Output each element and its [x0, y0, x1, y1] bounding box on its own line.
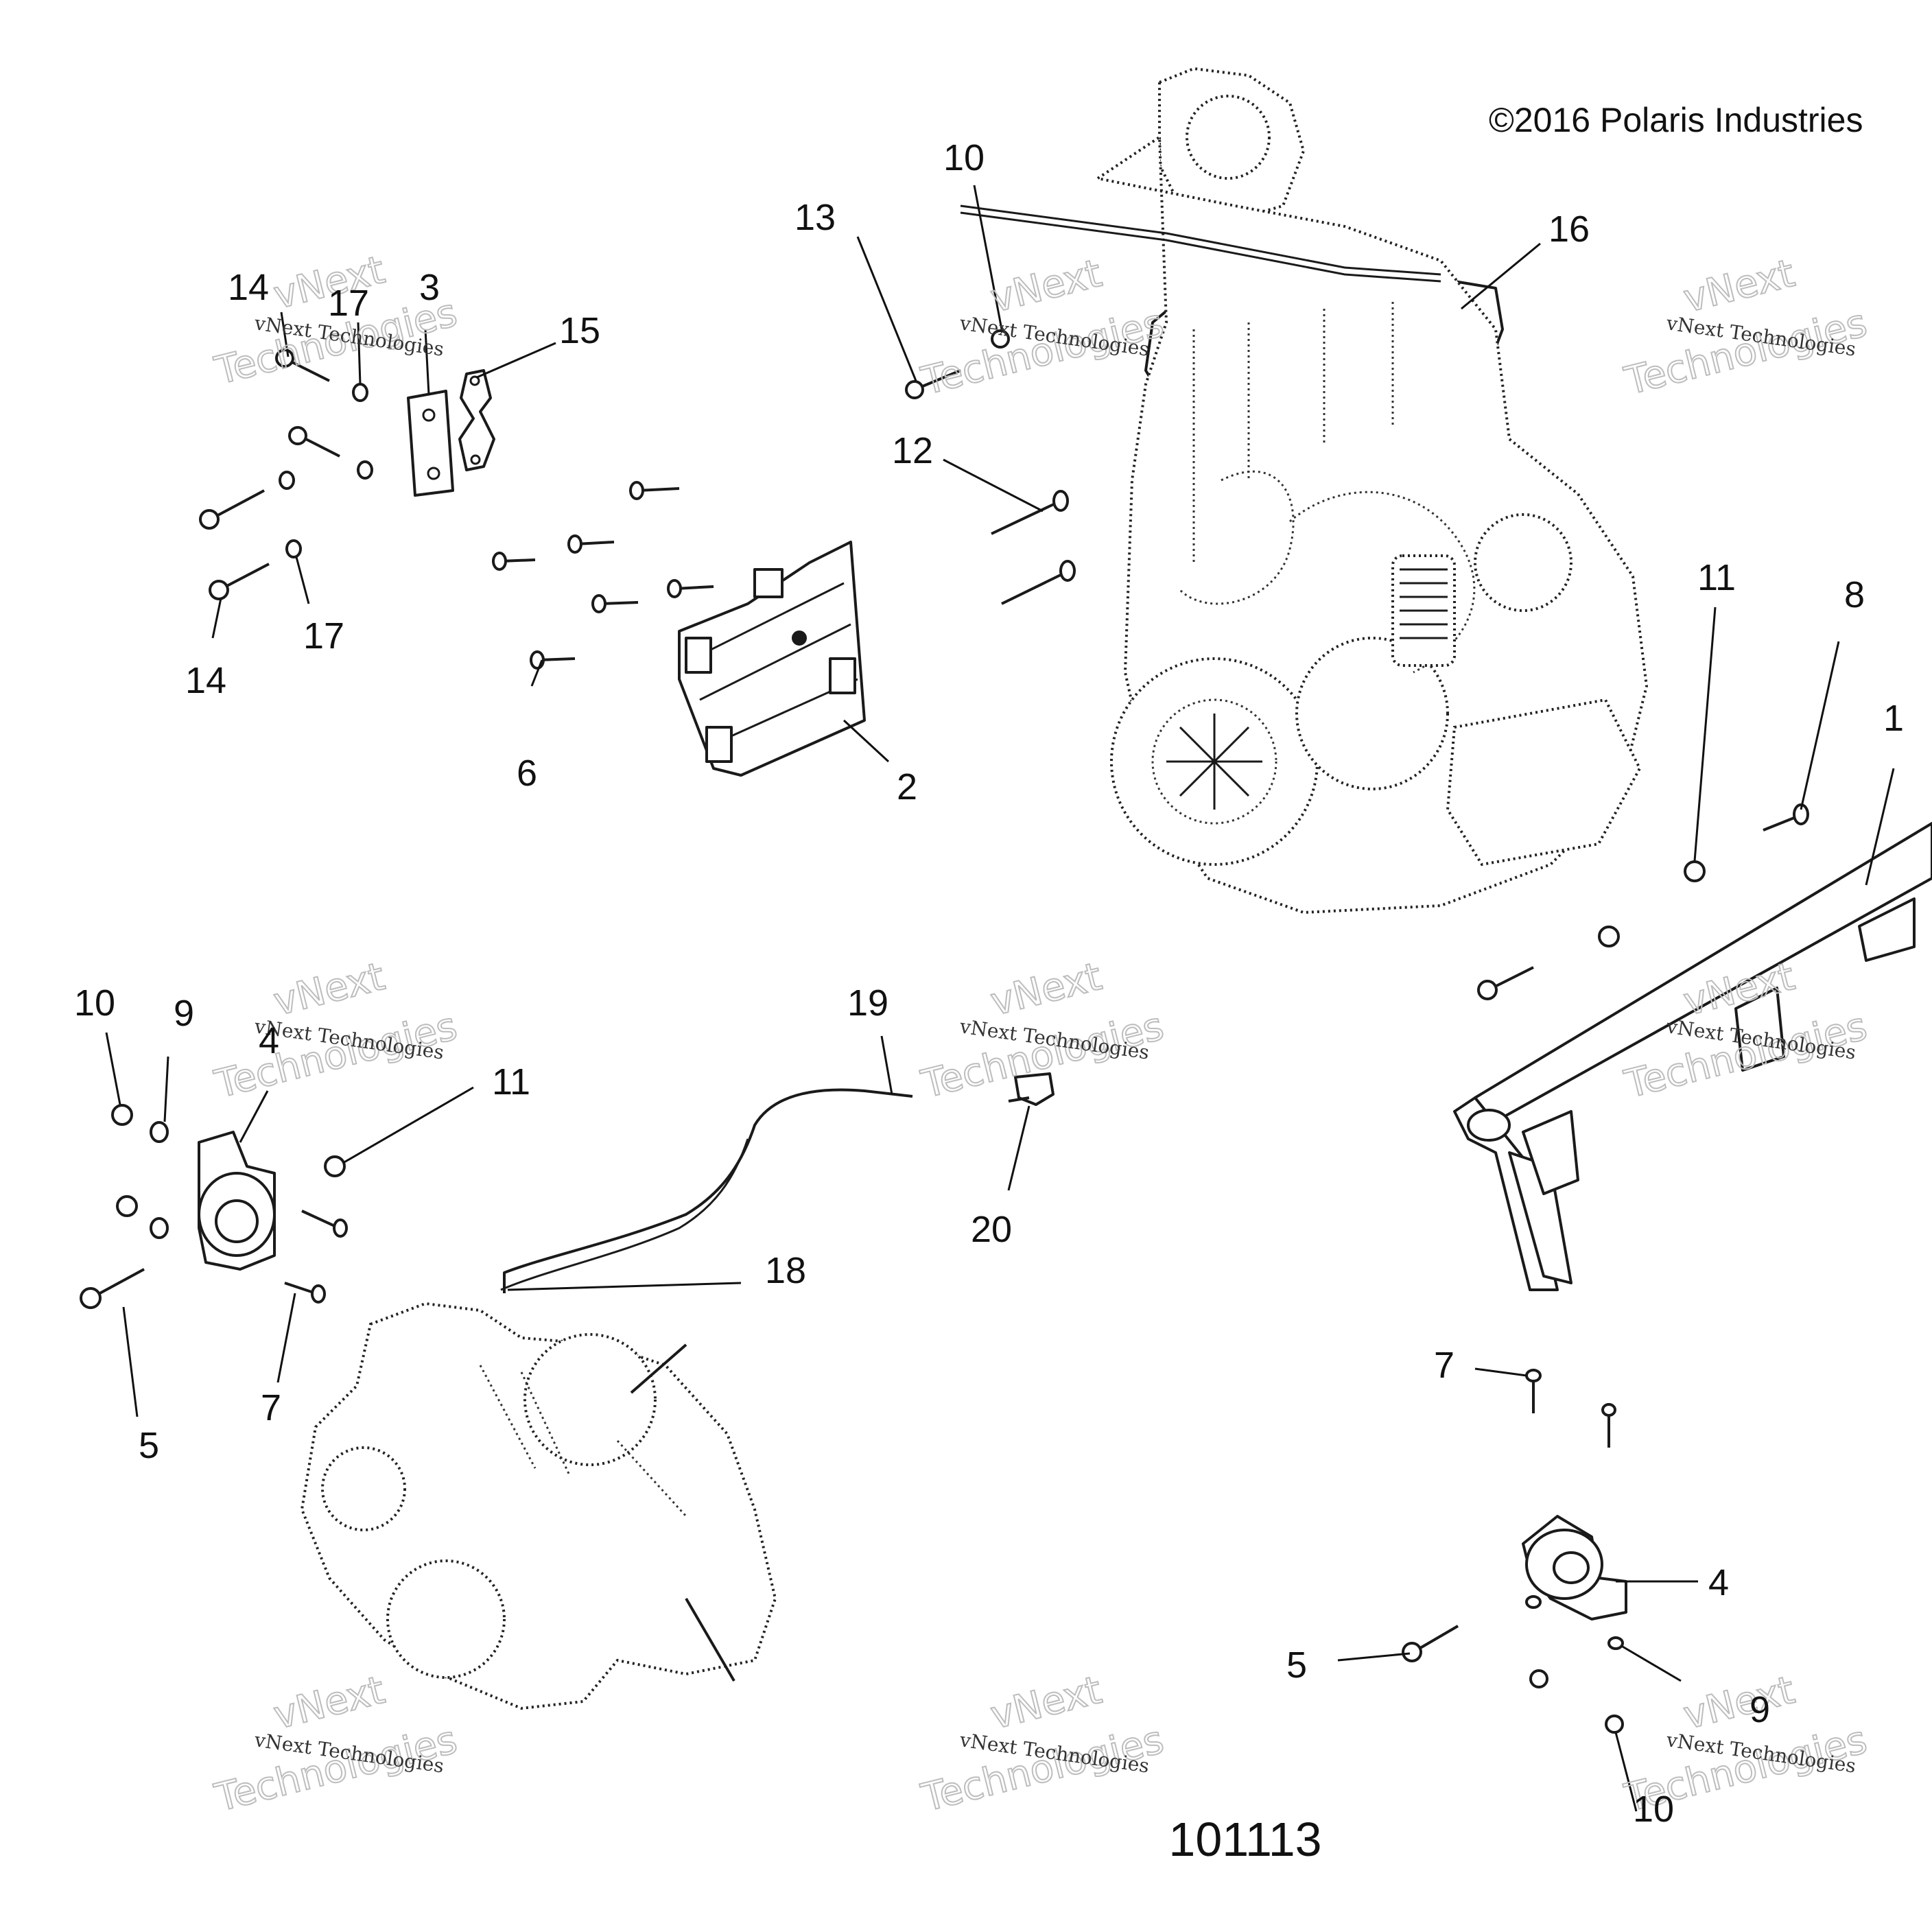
callout-16: 16	[1548, 209, 1590, 250]
transmission-assembly	[300, 1301, 777, 1710]
svg-text:vNext: vNext	[1680, 251, 1799, 322]
svg-text:vNext: vNext	[270, 954, 389, 1025]
watermark: vNext Technologies vNext Technologies	[210, 1667, 462, 1822]
callout-5-right: 5	[1286, 1645, 1307, 1686]
diagram-number: 101113	[1168, 1813, 1321, 1866]
callout-17-top: 17	[328, 283, 369, 324]
callout-14-top: 14	[228, 267, 269, 308]
callout-11-right: 11	[1697, 557, 1736, 598]
callout-20: 20	[971, 1209, 1012, 1250]
engine-assembly	[960, 67, 1649, 915]
isolator-mount-right	[1402, 1369, 1627, 1734]
watermark: vNext Technologies vNext Technologies	[1620, 250, 1872, 405]
mount-plate	[407, 390, 454, 497]
callout-7-right: 7	[1434, 1345, 1454, 1386]
fasteners-right	[1477, 803, 1809, 1000]
callout-10-right: 10	[1633, 1789, 1674, 1830]
svg-text:vNext: vNext	[987, 251, 1106, 322]
callout-2: 2	[897, 766, 917, 808]
fasteners-upper-left	[199, 329, 1076, 670]
callout-labels: 1 2 3 4 4 5 5 6 7 7 8 9 9 10 10 10 11 11…	[74, 137, 1904, 1830]
callout-4-right: 4	[1708, 1562, 1729, 1603]
link-bracket	[458, 369, 495, 471]
svg-text:vNext: vNext	[987, 954, 1106, 1025]
callout-1: 1	[1883, 698, 1904, 739]
callout-15: 15	[559, 310, 600, 351]
copyright-notice: ©2016 Polaris Industries	[1489, 101, 1863, 139]
watermark: vNext Technologies vNext Technologies	[917, 250, 1169, 405]
svg-text:vNext: vNext	[1680, 1668, 1799, 1739]
callout-10-top: 10	[943, 137, 985, 178]
callout-4-left: 4	[259, 1020, 279, 1061]
callout-9-right: 9	[1750, 1689, 1770, 1730]
callout-3: 3	[419, 267, 440, 308]
watermark: vNext Technologies vNext Technologies	[917, 1667, 1169, 1822]
callout-13: 13	[794, 197, 836, 238]
callout-18: 18	[765, 1250, 806, 1291]
callout-10-left: 10	[74, 982, 115, 1024]
svg-text:vNext: vNext	[987, 1668, 1106, 1739]
watermark: vNext Technologies vNext Technologies	[210, 954, 462, 1108]
vent-hose	[500, 1088, 913, 1293]
leader-lines	[105, 185, 1895, 1812]
callout-14-bottom: 14	[185, 660, 226, 701]
frame-crossmember	[1453, 822, 1932, 1291]
callout-5-left: 5	[139, 1425, 159, 1466]
callout-8: 8	[1844, 574, 1865, 615]
callout-17-bottom: 17	[303, 615, 344, 657]
isolator-mount-left	[80, 1104, 348, 1309]
callout-7-left: 7	[261, 1387, 281, 1428]
callout-12: 12	[892, 430, 933, 471]
callout-11-left: 11	[492, 1061, 530, 1103]
callout-19: 19	[847, 982, 888, 1024]
callout-9-left: 9	[174, 993, 194, 1034]
engine-mount-bracket	[678, 541, 866, 777]
svg-text:vNext: vNext	[270, 1668, 389, 1739]
callout-6: 6	[517, 753, 537, 794]
vent-fitting	[1008, 1072, 1055, 1106]
